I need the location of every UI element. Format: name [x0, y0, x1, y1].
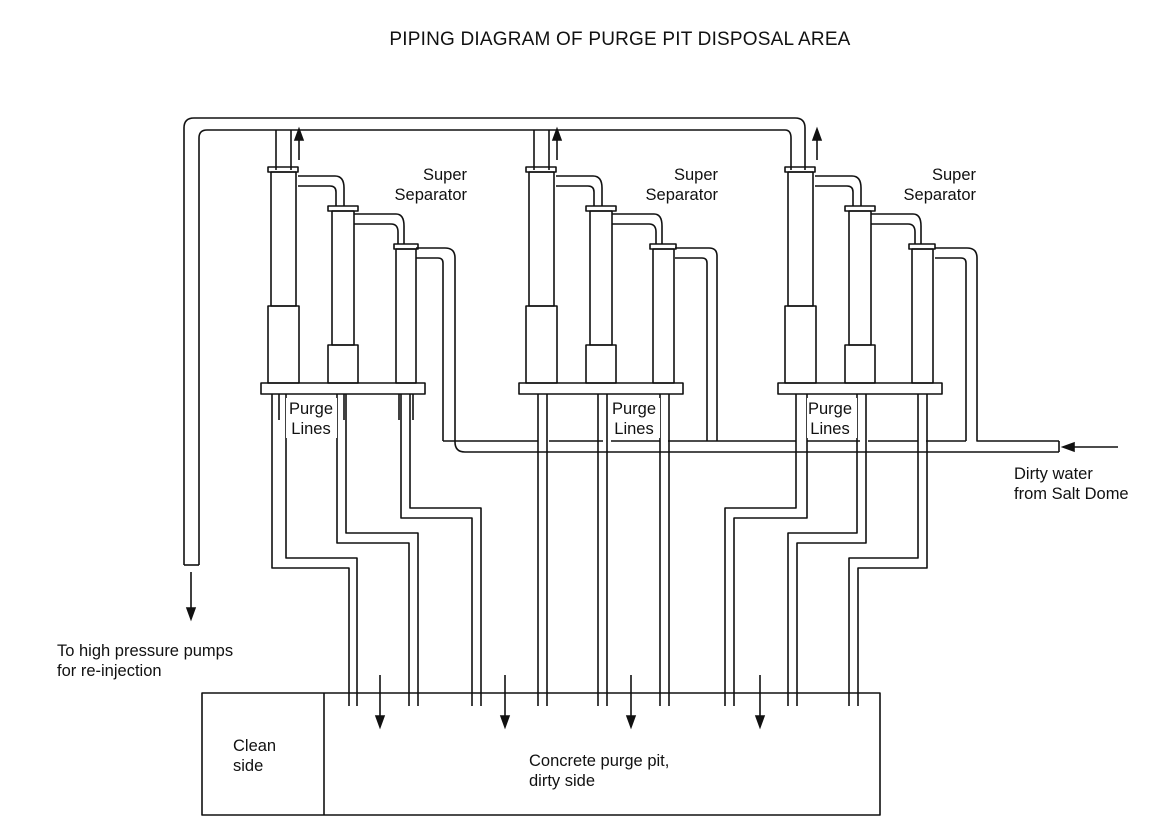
purge-label-2-line-2: Lines [614, 420, 653, 438]
outlet-label: To high pressure pumps for re-injection [57, 642, 233, 680]
pit-label: Concrete purge pit, dirty side [529, 752, 669, 790]
separator-label-2-line-1: Super [674, 166, 719, 184]
inlet-label-line-2: from Salt Dome [1014, 485, 1129, 503]
purge-label-2-line-1: Purge [612, 400, 656, 418]
outlet-label-line-2: for re-injection [57, 662, 162, 680]
diagram-title: PIPING DIAGRAM OF PURGE PIT DISPOSAL ARE… [389, 29, 850, 50]
separator-label-2: Super Separator [646, 166, 719, 204]
purge-label-1-line-2: Lines [291, 420, 330, 438]
inlet-label: Dirty water from Salt Dome [1014, 465, 1129, 503]
clean-side-label-line-2: side [233, 757, 263, 775]
clean-side-label: Clean side [233, 737, 276, 775]
purge-pit [201, 692, 881, 816]
purge-label-3: Purge Lines [807, 398, 857, 438]
outlet-label-line-1: To high pressure pumps [57, 642, 233, 660]
purge-lines-group-3 [724, 394, 928, 706]
separator-group-2 [518, 166, 684, 395]
pit-label-line-2: dirty side [529, 772, 595, 790]
purge-label-3-line-2: Lines [810, 420, 849, 438]
purge-label-3-line-1: Purge [808, 400, 852, 418]
separator-label-1-line-2: Separator [395, 186, 468, 204]
purge-lines-group-1 [271, 394, 482, 706]
separator-label-2-line-2: Separator [646, 186, 719, 204]
flow-arrows [185, 126, 1118, 730]
separator-label-3-line-2: Separator [904, 186, 977, 204]
clean-water-header [183, 117, 806, 566]
inlet-label-line-1: Dirty water [1014, 465, 1093, 483]
clean-side-label-line-1: Clean [233, 737, 276, 755]
separator-group-1 [260, 166, 426, 420]
pit-label-line-1: Concrete purge pit, [529, 752, 669, 770]
separator-label-1-line-1: Super [423, 166, 468, 184]
purge-lines-group-2 [537, 394, 670, 706]
separator-label-3-line-1: Super [932, 166, 977, 184]
separator-group-3 [777, 166, 943, 395]
separator-label-1: Super Separator [395, 166, 468, 204]
separator-label-3: Super Separator [904, 166, 977, 204]
purge-label-2: Purge Lines [608, 398, 660, 438]
purge-label-1-line-1: Purge [289, 400, 333, 418]
purge-label-1: Purge Lines [286, 398, 337, 438]
inlet-manifold [416, 247, 1060, 453]
